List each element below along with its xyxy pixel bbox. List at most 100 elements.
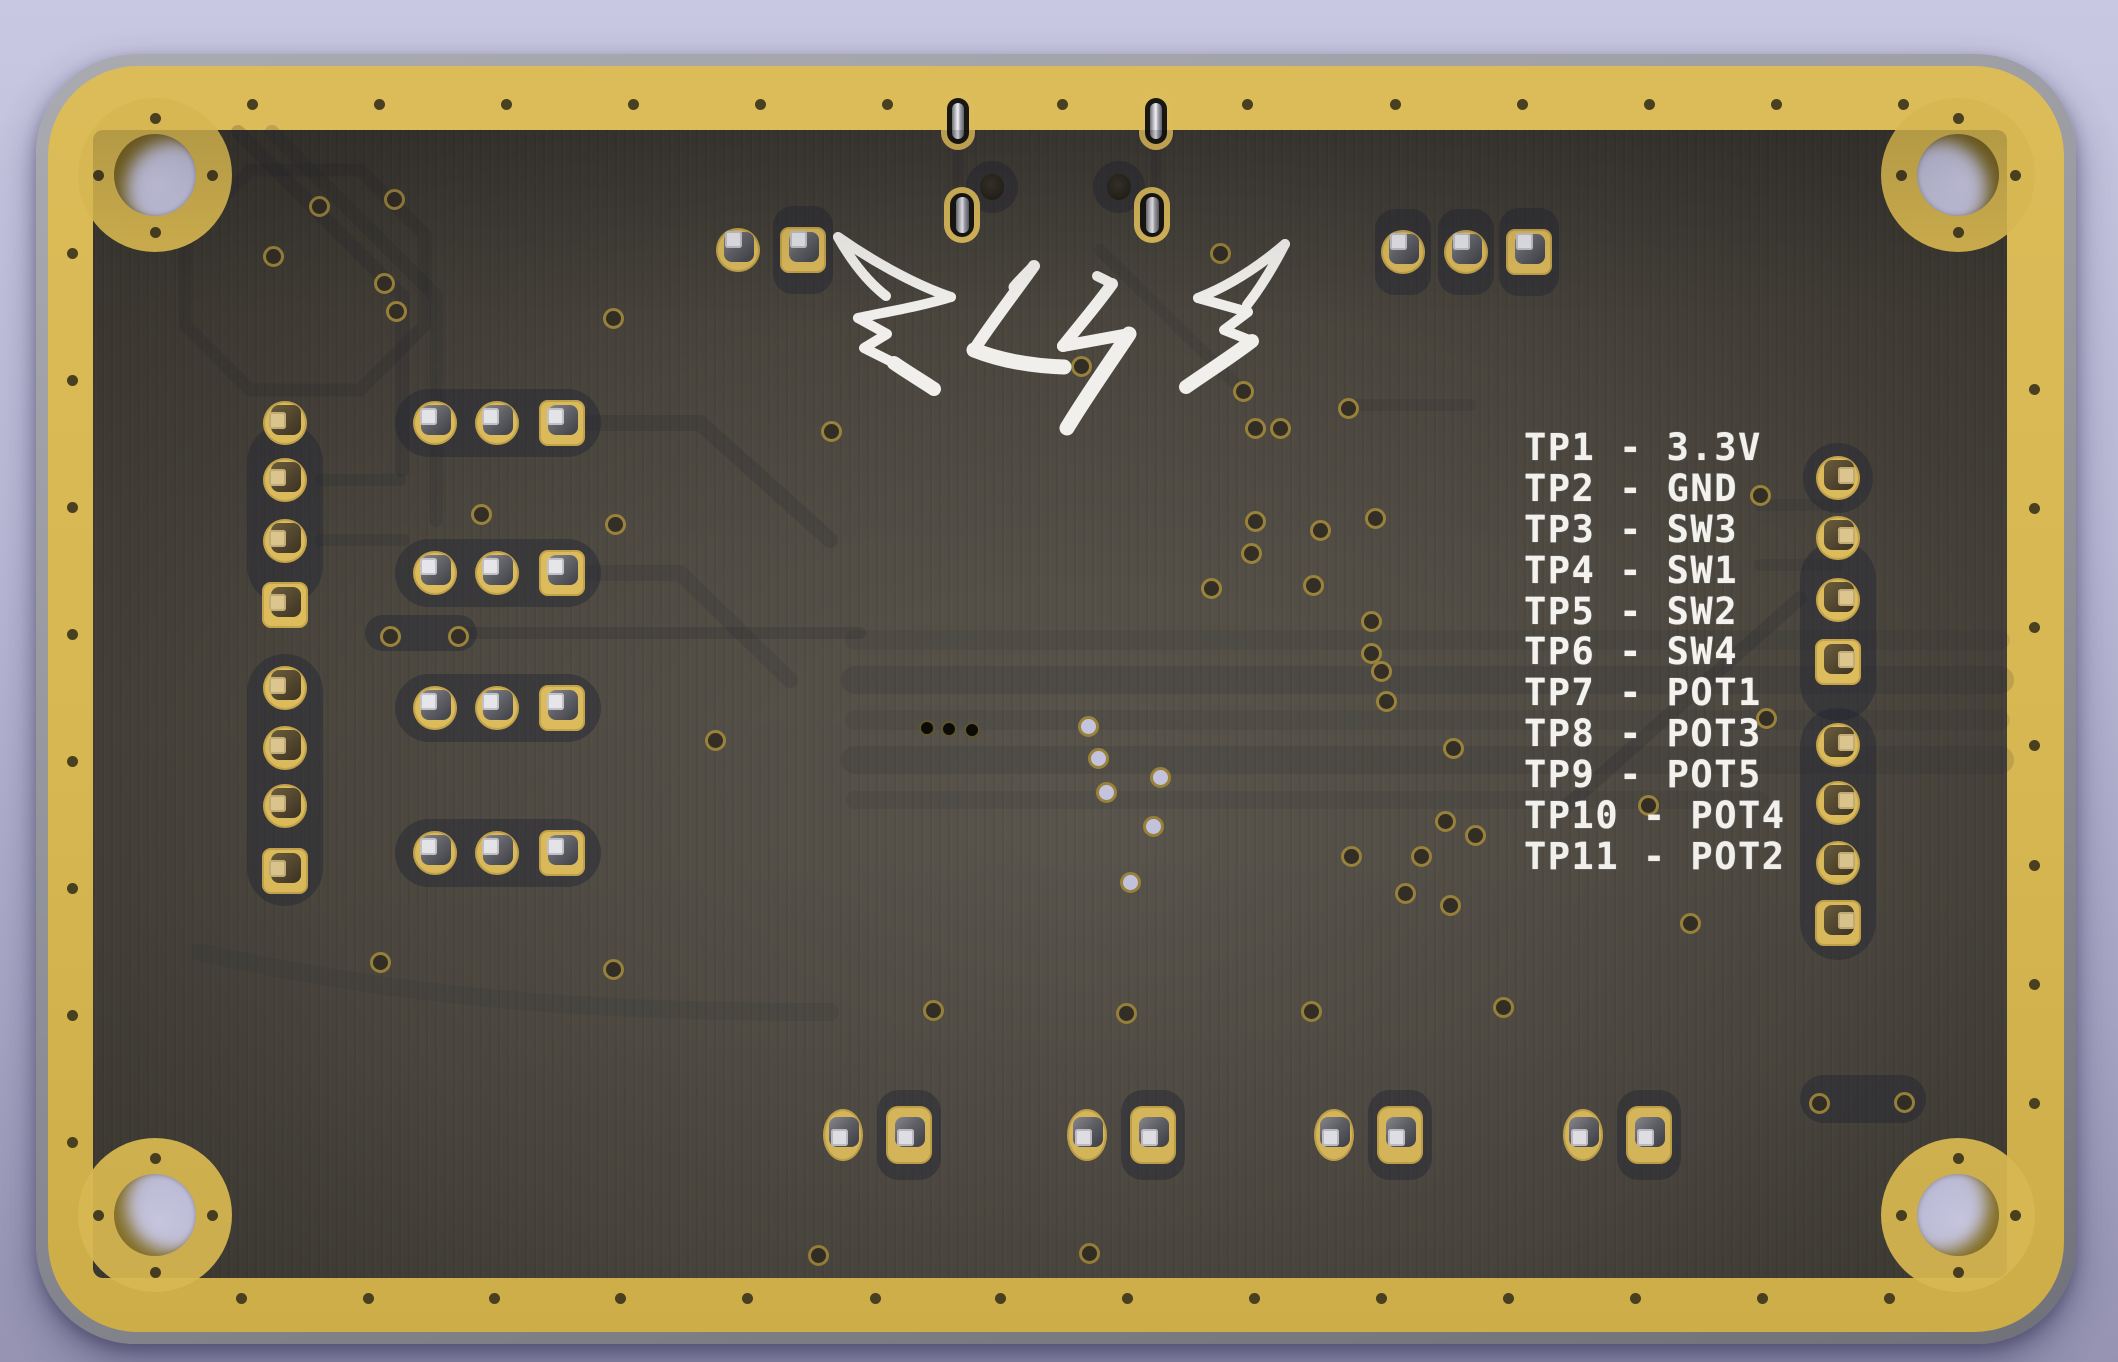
stitch-via-dot — [1952, 1152, 1964, 1164]
component-pin — [1824, 845, 1855, 875]
via — [820, 420, 842, 442]
via — [604, 513, 626, 535]
via — [602, 307, 624, 329]
through-hole-pad — [1444, 230, 1488, 274]
via — [1300, 1000, 1322, 1022]
component-pin — [724, 231, 754, 262]
via — [308, 195, 330, 217]
slot-pin — [952, 103, 964, 139]
component-pin — [269, 670, 301, 700]
stitch-via-dot — [2028, 739, 2040, 751]
via — [1364, 507, 1386, 529]
stitch-via-dot — [66, 374, 78, 386]
stitch-via-dot — [1241, 98, 1253, 110]
via — [1340, 845, 1362, 867]
through-hole-pad — [539, 550, 585, 596]
stitch-via-dot — [881, 98, 893, 110]
pin-end-facet — [1571, 1129, 1588, 1146]
component-pin — [829, 1117, 859, 1147]
through-via-open — [1149, 766, 1171, 788]
testpoint-label: TP2 - GND — [1524, 466, 1738, 510]
pin-end-facet — [790, 231, 807, 248]
stitch-via-dot — [2009, 1209, 2021, 1221]
pin-end-facet — [1838, 651, 1855, 668]
component-pin — [482, 555, 513, 585]
component-pin — [1389, 233, 1419, 264]
stitch-via-dot — [1643, 98, 1655, 110]
via — [1337, 397, 1359, 419]
via — [383, 188, 405, 210]
component-pin — [547, 405, 578, 435]
stitch-via-dot — [92, 169, 104, 181]
through-hole-pad — [539, 830, 585, 876]
stitch-via-dot — [2028, 621, 2040, 633]
stitch-via-dot — [92, 1209, 104, 1221]
stitch-via-dot — [235, 1292, 247, 1304]
through-hole-pad — [1506, 229, 1552, 275]
pin-end-facet — [547, 408, 564, 425]
stitch-via-dot — [66, 882, 78, 894]
through-hole-pad — [262, 848, 308, 894]
via — [1755, 707, 1777, 729]
component-pin — [482, 690, 513, 720]
stitch-via-dot — [66, 1136, 78, 1148]
component-pin — [1320, 1117, 1350, 1147]
pad-clearance-halo — [1800, 541, 1876, 721]
through-hole-pad — [263, 458, 307, 502]
stitch-via-dot — [614, 1292, 626, 1304]
via — [1637, 794, 1659, 816]
stitch-via-dot — [2028, 859, 2040, 871]
stitch-via-dot — [488, 1292, 500, 1304]
component-pin — [269, 587, 301, 617]
via — [1244, 510, 1266, 532]
stitch-via-dot — [1502, 1292, 1514, 1304]
through-hole-pad — [780, 227, 826, 273]
stitch-via-dot — [1895, 1209, 1907, 1221]
via — [1115, 1002, 1137, 1024]
component-pin — [1515, 233, 1545, 264]
via — [385, 300, 407, 322]
stitch-via-dot — [2028, 1097, 2040, 1109]
testpoint-label: TP11 - POT2 — [1524, 834, 1786, 878]
component-pin — [547, 835, 578, 865]
component-pin — [269, 523, 301, 553]
pin-end-facet — [1516, 233, 1533, 250]
stitch-via-dot — [206, 169, 218, 181]
pin-end-facet — [1838, 912, 1855, 929]
stitch-via-dot — [66, 1009, 78, 1021]
pad-clearance-halo — [247, 424, 323, 604]
stitch-via-dot — [1770, 98, 1782, 110]
via — [1269, 417, 1291, 439]
pin-end-facet — [420, 693, 437, 710]
via — [922, 999, 944, 1021]
via — [379, 625, 401, 647]
stitch-via-dot — [627, 98, 639, 110]
via — [1360, 642, 1382, 664]
component-pin — [1824, 905, 1855, 935]
stitch-via-dot — [1952, 226, 1964, 238]
stitch-via-dot — [206, 1209, 218, 1221]
via — [1464, 824, 1486, 846]
stitch-via-dot — [1895, 169, 1907, 181]
pin-end-facet — [1838, 589, 1855, 606]
stitch-via-dot — [362, 1292, 374, 1304]
mounting-hole — [114, 134, 196, 216]
through-hole-pad — [1815, 639, 1861, 685]
pin-end-facet — [1141, 1129, 1158, 1146]
through-hole-pad — [475, 401, 519, 445]
via — [1492, 996, 1514, 1018]
testpoint-label: TP5 - SW2 — [1524, 589, 1738, 633]
through-hole-pad — [886, 1106, 932, 1164]
stitch-via-dot — [1248, 1292, 1260, 1304]
slot-pin — [955, 197, 969, 233]
via — [1439, 894, 1461, 916]
pin-end-facet — [831, 1129, 848, 1146]
component-pin — [420, 690, 451, 720]
via — [1200, 577, 1222, 599]
small-drill-hole — [964, 722, 980, 738]
component-pin — [420, 555, 451, 585]
through-hole-pad — [1067, 1109, 1107, 1161]
slot-pin — [1145, 197, 1159, 233]
via — [807, 1244, 829, 1266]
